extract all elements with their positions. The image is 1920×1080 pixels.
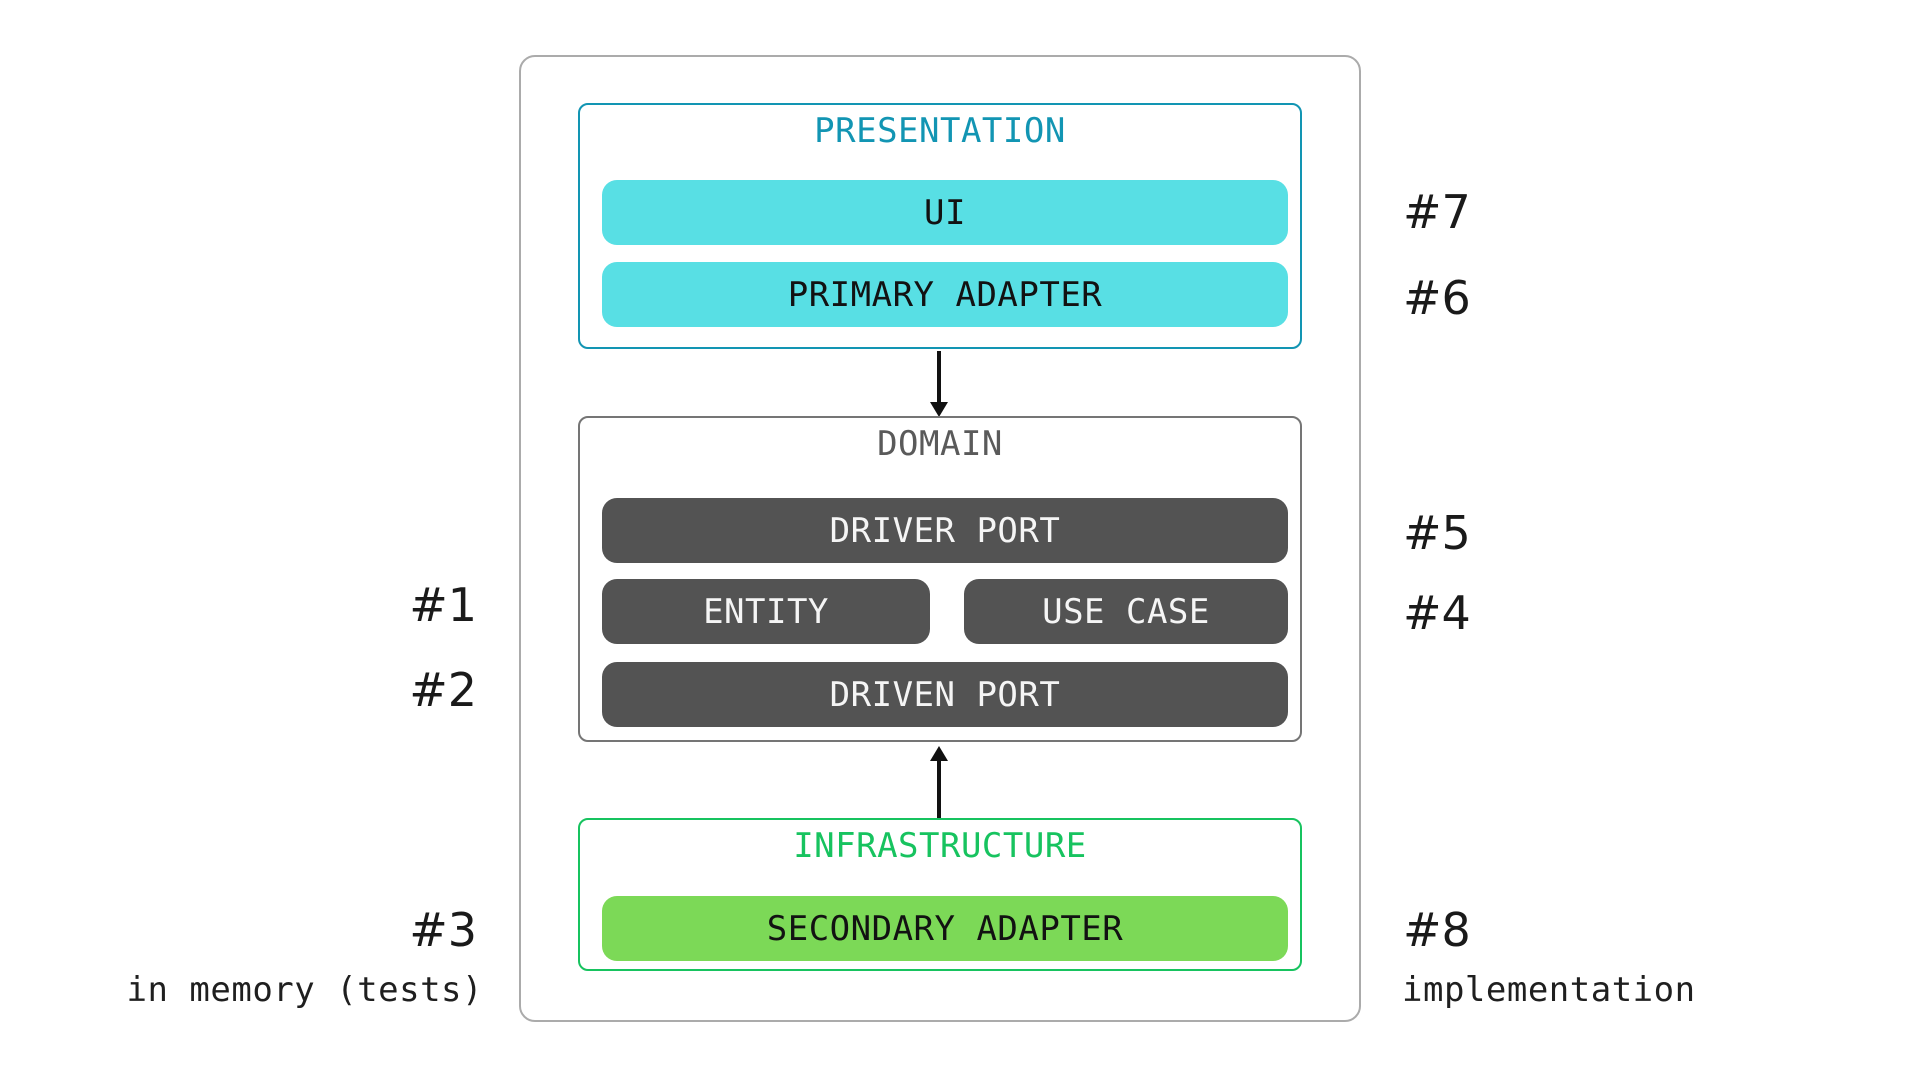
annotation-7: #7 (1403, 185, 1471, 239)
secondary-adapter-block: SECONDARY ADAPTER (602, 896, 1288, 961)
primary-adapter-block-label: PRIMARY ADAPTER (787, 274, 1103, 315)
annotation-8: #8 (1403, 903, 1471, 957)
driven-port-block: DRIVEN PORT (602, 662, 1288, 727)
annotation-6: #6 (1403, 271, 1471, 325)
domain-layer-box: DOMAIN DRIVER PORT ENTITY USE CASE DRIVE… (578, 416, 1302, 742)
arrow-up-icon (926, 745, 952, 819)
annotation-4: #4 (1403, 586, 1471, 640)
driven-port-block-label: DRIVEN PORT (829, 674, 1061, 715)
entity-block-label: ENTITY (703, 591, 829, 632)
arrow-down-icon (926, 351, 952, 418)
annotation-3: #3 (409, 903, 477, 957)
entity-block: ENTITY (602, 579, 930, 644)
driver-port-block: DRIVER PORT (602, 498, 1288, 563)
annotation-1: #1 (409, 578, 477, 632)
primary-adapter-block: PRIMARY ADAPTER (602, 262, 1288, 327)
outer-frame (519, 55, 1361, 1022)
annotation-2: #2 (409, 663, 477, 717)
presentation-layer-box: PRESENTATION UI PRIMARY ADAPTER (578, 103, 1302, 349)
secondary-adapter-block-label: SECONDARY ADAPTER (766, 908, 1124, 949)
presentation-layer-title: PRESENTATION (814, 111, 1066, 151)
infrastructure-layer-title: INFRASTRUCTURE (793, 826, 1087, 866)
infrastructure-layer-box: INFRASTRUCTURE SECONDARY ADAPTER (578, 818, 1302, 971)
driver-port-block-label: DRIVER PORT (829, 510, 1061, 551)
footnote-implementation: implementation (1402, 970, 1696, 1010)
use-case-block: USE CASE (964, 579, 1288, 644)
ui-block: UI (602, 180, 1288, 245)
domain-layer-title: DOMAIN (877, 424, 1003, 464)
use-case-block-label: USE CASE (1042, 591, 1210, 632)
ui-block-label: UI (924, 192, 966, 233)
annotation-5: #5 (1403, 506, 1471, 560)
footnote-in-memory: in memory (tests) (126, 970, 483, 1010)
